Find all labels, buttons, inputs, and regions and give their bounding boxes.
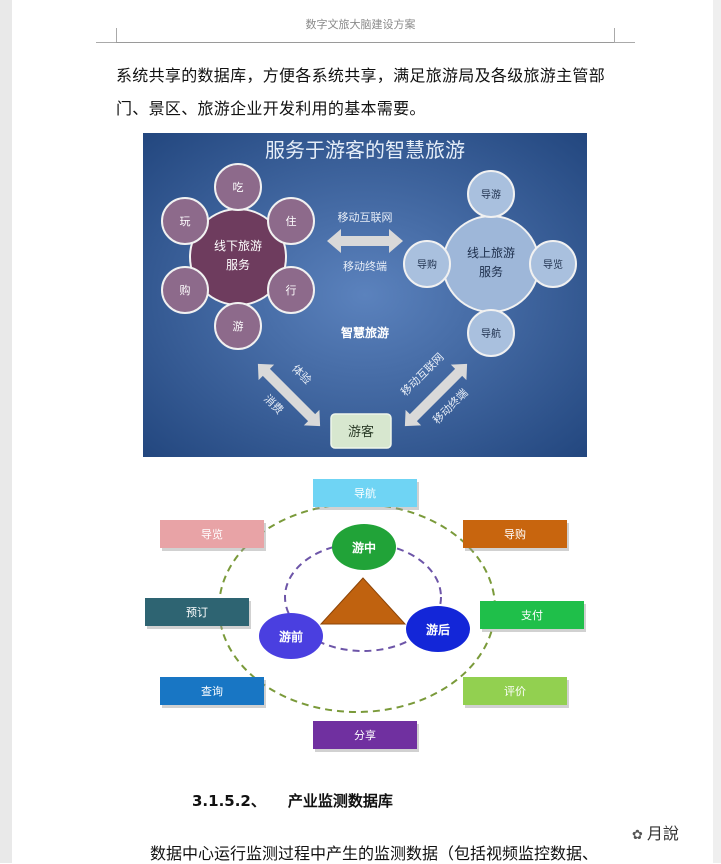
offline-item-circle [161, 266, 209, 314]
service-box-top-left: 导览 [160, 520, 266, 551]
crop-mark-left [96, 28, 117, 43]
wechat-watermark: ✿月說 [628, 818, 683, 846]
during-trip-label: 游中 [352, 540, 376, 555]
center-triangle [319, 577, 407, 625]
online-center-label-2: 服务 [479, 264, 503, 279]
watermark-text: 月說 [646, 824, 679, 843]
service-box-label: 查询 [201, 684, 223, 698]
online-item-label: 导购 [417, 258, 437, 271]
offline-item-circle [267, 266, 315, 314]
pre-trip-label: 游前 [279, 629, 303, 644]
crop-mark-right [614, 28, 635, 43]
service-box-label: 导览 [201, 527, 223, 541]
offline-item-label: 购 [180, 283, 191, 297]
service-box-label: 导航 [354, 486, 376, 500]
service-box-mid-right: 支付 [480, 601, 586, 632]
online-center-label-1: 线上旅游 [467, 246, 515, 260]
tourist-box [330, 413, 392, 449]
viewer-right-scrollbar[interactable] [713, 0, 721, 863]
tourist-label: 游客 [348, 424, 374, 440]
offline-item-label: 游 [233, 320, 244, 333]
service-box-top: 导航 [313, 479, 419, 510]
top-double-arrow [327, 229, 403, 253]
service-box-bottom-right: 评价 [463, 677, 569, 708]
section-number: 3.1.5.2、 [192, 792, 266, 810]
online-item-label: 导游 [481, 188, 501, 201]
online-item-label: 导航 [481, 327, 501, 340]
figure1-title: 服务于游客的智慧旅游 [265, 138, 465, 162]
top-arrow-lower-label: 移动终端 [343, 259, 387, 273]
service-box-label: 预订 [186, 606, 208, 619]
service-box-label: 导购 [504, 527, 526, 541]
paragraph-2-line-1: 数据中心运行监测过程中产生的监测数据（包括视频监控数据、 [150, 844, 599, 863]
service-box-label: 支付 [521, 609, 543, 622]
left-diagonal-arrow [257, 363, 321, 427]
service-box-mid-left: 预订 [145, 598, 251, 629]
service-box-top-right: 导购 [463, 520, 569, 551]
offline-item-circle [267, 197, 315, 245]
top-arrow-upper-label: 移动互联网 [338, 211, 393, 224]
offline-item-label: 住 [286, 214, 297, 228]
during-trip-ellipse [332, 524, 396, 570]
offline-item-circle [161, 197, 209, 245]
right-diagonal-arrow [404, 363, 468, 427]
offline-item-label: 行 [286, 284, 297, 297]
offline-center-label-2: 服务 [226, 257, 250, 272]
post-trip-label: 游后 [426, 622, 450, 637]
service-box-bottom-left: 查询 [160, 677, 266, 708]
online-center-circle [442, 215, 540, 313]
paragraph-line-2: 门、景区、旅游企业开发利用的基本需要。 [116, 99, 426, 118]
online-item-circle [529, 240, 577, 288]
section-title: 产业监测数据库 [287, 792, 393, 810]
offline-item-circle [214, 302, 262, 350]
smart-tourism-figure: 服务于游客的智慧旅游 线下旅游 服务 吃 住 行 游 购 玩 线上旅游 服务 导… [143, 133, 587, 457]
section-heading: 3.1.5.2、 产业监测数据库 [192, 790, 393, 811]
offline-item-circle [214, 163, 262, 211]
service-box-label: 分享 [354, 728, 376, 742]
wechat-icon: ✿ [632, 828, 643, 843]
viewer-left-margin [0, 0, 12, 863]
offline-item-label: 玩 [180, 215, 191, 228]
service-box-label: 评价 [504, 685, 526, 698]
online-item-circle [467, 170, 515, 218]
tourism-service-cycle-figure: 游中 游前 游后 [218, 503, 496, 713]
offline-item-label: 吃 [233, 181, 244, 194]
paragraph-line-1: 系统共享的数据库，方便各系统共享，满足旅游局及各级旅游主管部 [116, 66, 606, 85]
service-box-bottom: 分享 [313, 721, 419, 752]
pre-trip-ellipse [259, 613, 323, 659]
online-item-circle [467, 309, 515, 357]
online-item-label: 导览 [543, 258, 563, 271]
post-trip-ellipse [406, 606, 470, 652]
smart-tourism-label: 智慧旅游 [340, 325, 389, 340]
header-divider [116, 42, 614, 43]
page-header: 数字文旅大脑建设方案 [305, 18, 416, 31]
online-item-circle [403, 240, 451, 288]
offline-center-label-1: 线下旅游 [214, 239, 262, 253]
